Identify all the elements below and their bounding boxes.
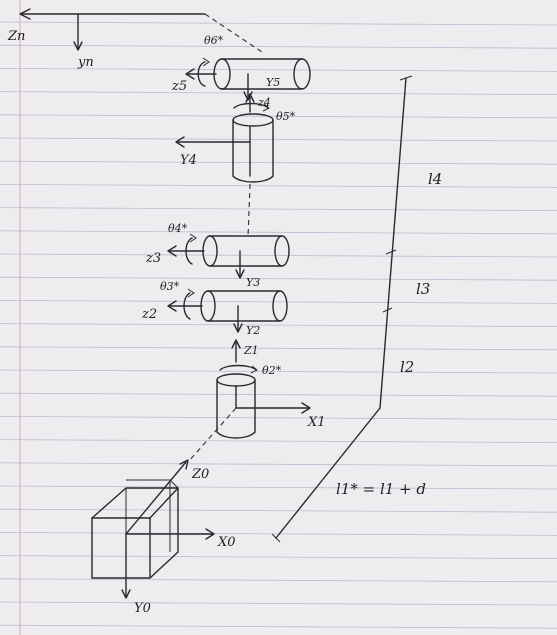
link-1-dashed	[187, 407, 237, 463]
label-theta5: θ5*	[276, 110, 296, 123]
label-z1: Z1	[243, 344, 259, 357]
joint-6-cylinder	[185, 57, 311, 101]
label-l1-equation: l1* = l1 + d	[336, 480, 426, 498]
label-z0: Z0	[191, 467, 209, 482]
ruled-line	[0, 439, 557, 444]
ruled-line	[0, 485, 557, 490]
label-z2: z2	[141, 307, 157, 322]
label-y4: Y4	[180, 153, 197, 168]
ruled-line	[0, 276, 557, 281]
label-z4: z4	[257, 96, 271, 109]
ruled-line	[0, 462, 557, 467]
label-yn: yn	[77, 55, 94, 70]
ruled-line	[0, 160, 557, 165]
joint-2-cylinder	[216, 339, 311, 439]
ruled-line	[0, 508, 557, 513]
ruled-line	[0, 68, 557, 72]
ruled-line	[0, 346, 557, 351]
label-theta3: θ3*	[160, 280, 180, 293]
ruled-line	[0, 230, 557, 235]
ruled-line	[0, 323, 557, 328]
ruled-line	[0, 91, 557, 95]
ruled-line	[0, 21, 557, 26]
label-z5: z5	[171, 79, 187, 94]
label-theta2: θ2*	[262, 364, 282, 377]
label-x0: X0	[217, 535, 236, 550]
label-y3: Y3	[246, 276, 260, 289]
joint-3-cylinder	[167, 288, 288, 333]
label-zn: Zn	[7, 29, 25, 44]
ruled-line	[0, 44, 557, 49]
ruled-line	[0, 207, 557, 212]
joint-5-cylinder	[175, 93, 274, 183]
label-y5: Y5	[266, 76, 280, 89]
ruled-line	[0, 253, 557, 258]
label-theta6: θ6*	[204, 34, 224, 47]
ruled-line	[0, 601, 557, 606]
ruled-line	[0, 415, 557, 420]
ruled-line	[0, 624, 557, 629]
label-theta4: θ4*	[168, 222, 188, 235]
label-y0: Y0	[134, 601, 151, 616]
label-z3: z3	[145, 251, 161, 266]
frame-n	[19, 8, 263, 53]
joint-4-cylinder	[167, 233, 290, 279]
ruled-line	[0, 578, 557, 583]
ruled-line	[0, 183, 557, 188]
ruled-line	[0, 137, 557, 142]
label-l2: l2	[400, 358, 414, 376]
label-l3: l3	[416, 280, 430, 298]
ruled-line	[0, 369, 557, 374]
link-4-dashed	[247, 183, 251, 239]
ruled-line	[0, 555, 557, 559]
connector-n-5	[204, 13, 263, 53]
label-x1: X1	[307, 415, 326, 430]
label-y2: Y2	[246, 324, 260, 337]
ruled-line	[0, 114, 557, 119]
dimension-lines	[271, 75, 413, 543]
ruled-lines	[0, 21, 557, 629]
ruled-line	[0, 392, 557, 397]
ruled-line	[0, 299, 557, 304]
label-l4: l4	[428, 170, 442, 188]
base-box	[91, 459, 215, 599]
